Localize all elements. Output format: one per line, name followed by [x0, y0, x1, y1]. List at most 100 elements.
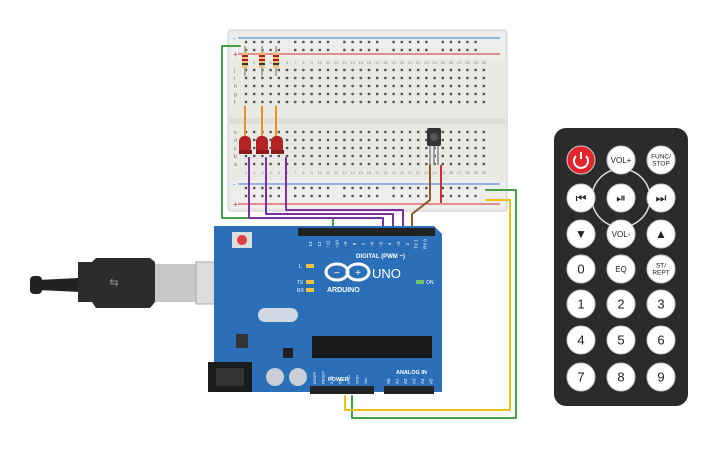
breadboard-hole[interactable] — [482, 84, 485, 88]
breadboard-hole[interactable] — [449, 68, 453, 72]
breadboard-hole[interactable] — [302, 154, 305, 158]
breadboard-hole[interactable] — [392, 194, 395, 198]
breadboard-hole[interactable] — [244, 40, 248, 44]
breadboard-hole[interactable] — [441, 194, 444, 198]
breadboard-hole[interactable] — [417, 84, 420, 88]
breadboard-hole[interactable] — [294, 76, 297, 80]
breadboard-hole[interactable] — [458, 146, 461, 150]
breadboard-hole[interactable] — [244, 68, 248, 72]
breadboard-hole[interactable] — [318, 186, 321, 190]
remote-button-5[interactable]: 5 — [606, 325, 636, 355]
breadboard-hole[interactable] — [359, 76, 362, 80]
breadboard-hole[interactable] — [351, 48, 354, 52]
breadboard-hole[interactable] — [466, 154, 469, 158]
breadboard-hole[interactable] — [253, 130, 256, 134]
remote-button-7[interactable]: 7 — [566, 362, 596, 392]
breadboard-hole[interactable] — [269, 154, 272, 158]
analog-header[interactable] — [384, 386, 434, 394]
breadboard-hole[interactable] — [294, 130, 297, 134]
breadboard-hole[interactable] — [253, 162, 256, 166]
breadboard-hole[interactable] — [367, 48, 371, 52]
breadboard-hole[interactable] — [261, 40, 264, 44]
breadboard-hole[interactable] — [253, 186, 256, 190]
breadboard-hole[interactable] — [294, 138, 297, 142]
breadboard-hole[interactable] — [253, 100, 256, 104]
breadboard-hole[interactable] — [326, 92, 330, 96]
breadboard-hole[interactable] — [285, 138, 289, 142]
breadboard-hole[interactable] — [326, 40, 330, 44]
breadboard-hole[interactable] — [449, 76, 453, 80]
breadboard-hole[interactable] — [244, 76, 248, 80]
breadboard-hole[interactable] — [408, 138, 412, 142]
wire-gnd-left[interactable] — [221, 45, 334, 233]
breadboard-hole[interactable] — [400, 146, 403, 150]
breadboard-hole[interactable] — [441, 186, 444, 190]
breadboard-hole[interactable] — [253, 194, 256, 198]
breadboard-hole[interactable] — [441, 84, 444, 88]
breadboard-hole[interactable] — [302, 130, 305, 134]
breadboard-hole[interactable] — [359, 40, 362, 44]
breadboard-hole[interactable] — [359, 84, 362, 88]
breadboard-hole[interactable] — [343, 154, 346, 158]
breadboard-hole[interactable] — [474, 48, 477, 52]
breadboard-hole[interactable] — [302, 76, 305, 80]
breadboard-hole[interactable] — [351, 40, 354, 44]
breadboard-hole[interactable] — [253, 138, 256, 142]
remote-button-9[interactable]: 9 — [646, 362, 676, 392]
breadboard-hole[interactable] — [326, 154, 330, 158]
breadboard-hole[interactable] — [458, 154, 461, 158]
breadboard-hole[interactable] — [351, 76, 354, 80]
breadboard-hole[interactable] — [482, 130, 485, 134]
breadboard-hole[interactable] — [433, 92, 436, 96]
breadboard-hole[interactable] — [318, 162, 321, 166]
breadboard-hole[interactable] — [351, 138, 354, 142]
breadboard-hole[interactable] — [466, 130, 469, 134]
breadboard-hole[interactable] — [376, 100, 379, 104]
resistor-1[interactable] — [242, 46, 248, 76]
usb-cable[interactable]: ⇆ — [30, 258, 217, 308]
breadboard-hole[interactable] — [367, 92, 371, 96]
breadboard-hole[interactable] — [433, 100, 436, 104]
breadboard-hole[interactable] — [351, 84, 354, 88]
breadboard-hole[interactable] — [474, 100, 477, 104]
breadboard-hole[interactable] — [392, 48, 395, 52]
breadboard-hole[interactable] — [351, 162, 354, 166]
breadboard-hole[interactable] — [400, 186, 403, 190]
breadboard-hole[interactable] — [466, 194, 469, 198]
breadboard-hole[interactable] — [310, 154, 313, 158]
breadboard-hole[interactable] — [294, 194, 297, 198]
breadboard-hole[interactable] — [343, 194, 346, 198]
breadboard-hole[interactable] — [269, 138, 272, 142]
led-red-2[interactable] — [256, 136, 269, 154]
breadboard-hole[interactable] — [417, 100, 420, 104]
breadboard-hole[interactable] — [335, 130, 338, 134]
breadboard-hole[interactable] — [310, 92, 313, 96]
breadboard-hole[interactable] — [400, 84, 403, 88]
breadboard-hole[interactable] — [318, 76, 321, 80]
breadboard-hole[interactable] — [294, 48, 297, 52]
breadboard-hole[interactable] — [277, 40, 280, 44]
breadboard-hole[interactable] — [261, 100, 264, 104]
breadboard-hole[interactable] — [359, 162, 362, 166]
breadboard-hole[interactable] — [449, 130, 453, 134]
breadboard-hole[interactable] — [441, 92, 444, 96]
breadboard-hole[interactable] — [417, 92, 420, 96]
breadboard-hole[interactable] — [318, 92, 321, 96]
breadboard-hole[interactable] — [400, 154, 403, 158]
breadboard-hole[interactable] — [392, 130, 395, 134]
breadboard-hole[interactable] — [376, 194, 379, 198]
breadboard-hole[interactable] — [408, 194, 412, 198]
breadboard-hole[interactable] — [269, 130, 272, 134]
remote-button-play-pause[interactable]: ⏯ — [606, 183, 636, 213]
remote-button-st-rept[interactable]: ST/REPT — [646, 254, 676, 284]
breadboard-hole[interactable] — [351, 68, 354, 72]
breadboard-hole[interactable] — [277, 100, 280, 104]
breadboard-hole[interactable] — [326, 84, 330, 88]
breadboard-hole[interactable] — [277, 130, 280, 134]
breadboard-hole[interactable] — [343, 92, 346, 96]
wire-led-2[interactable] — [265, 157, 394, 233]
breadboard-hole[interactable] — [302, 162, 305, 166]
breadboard-hole[interactable] — [425, 40, 428, 44]
breadboard-hole[interactable] — [441, 138, 444, 142]
breadboard-hole[interactable] — [277, 68, 280, 72]
